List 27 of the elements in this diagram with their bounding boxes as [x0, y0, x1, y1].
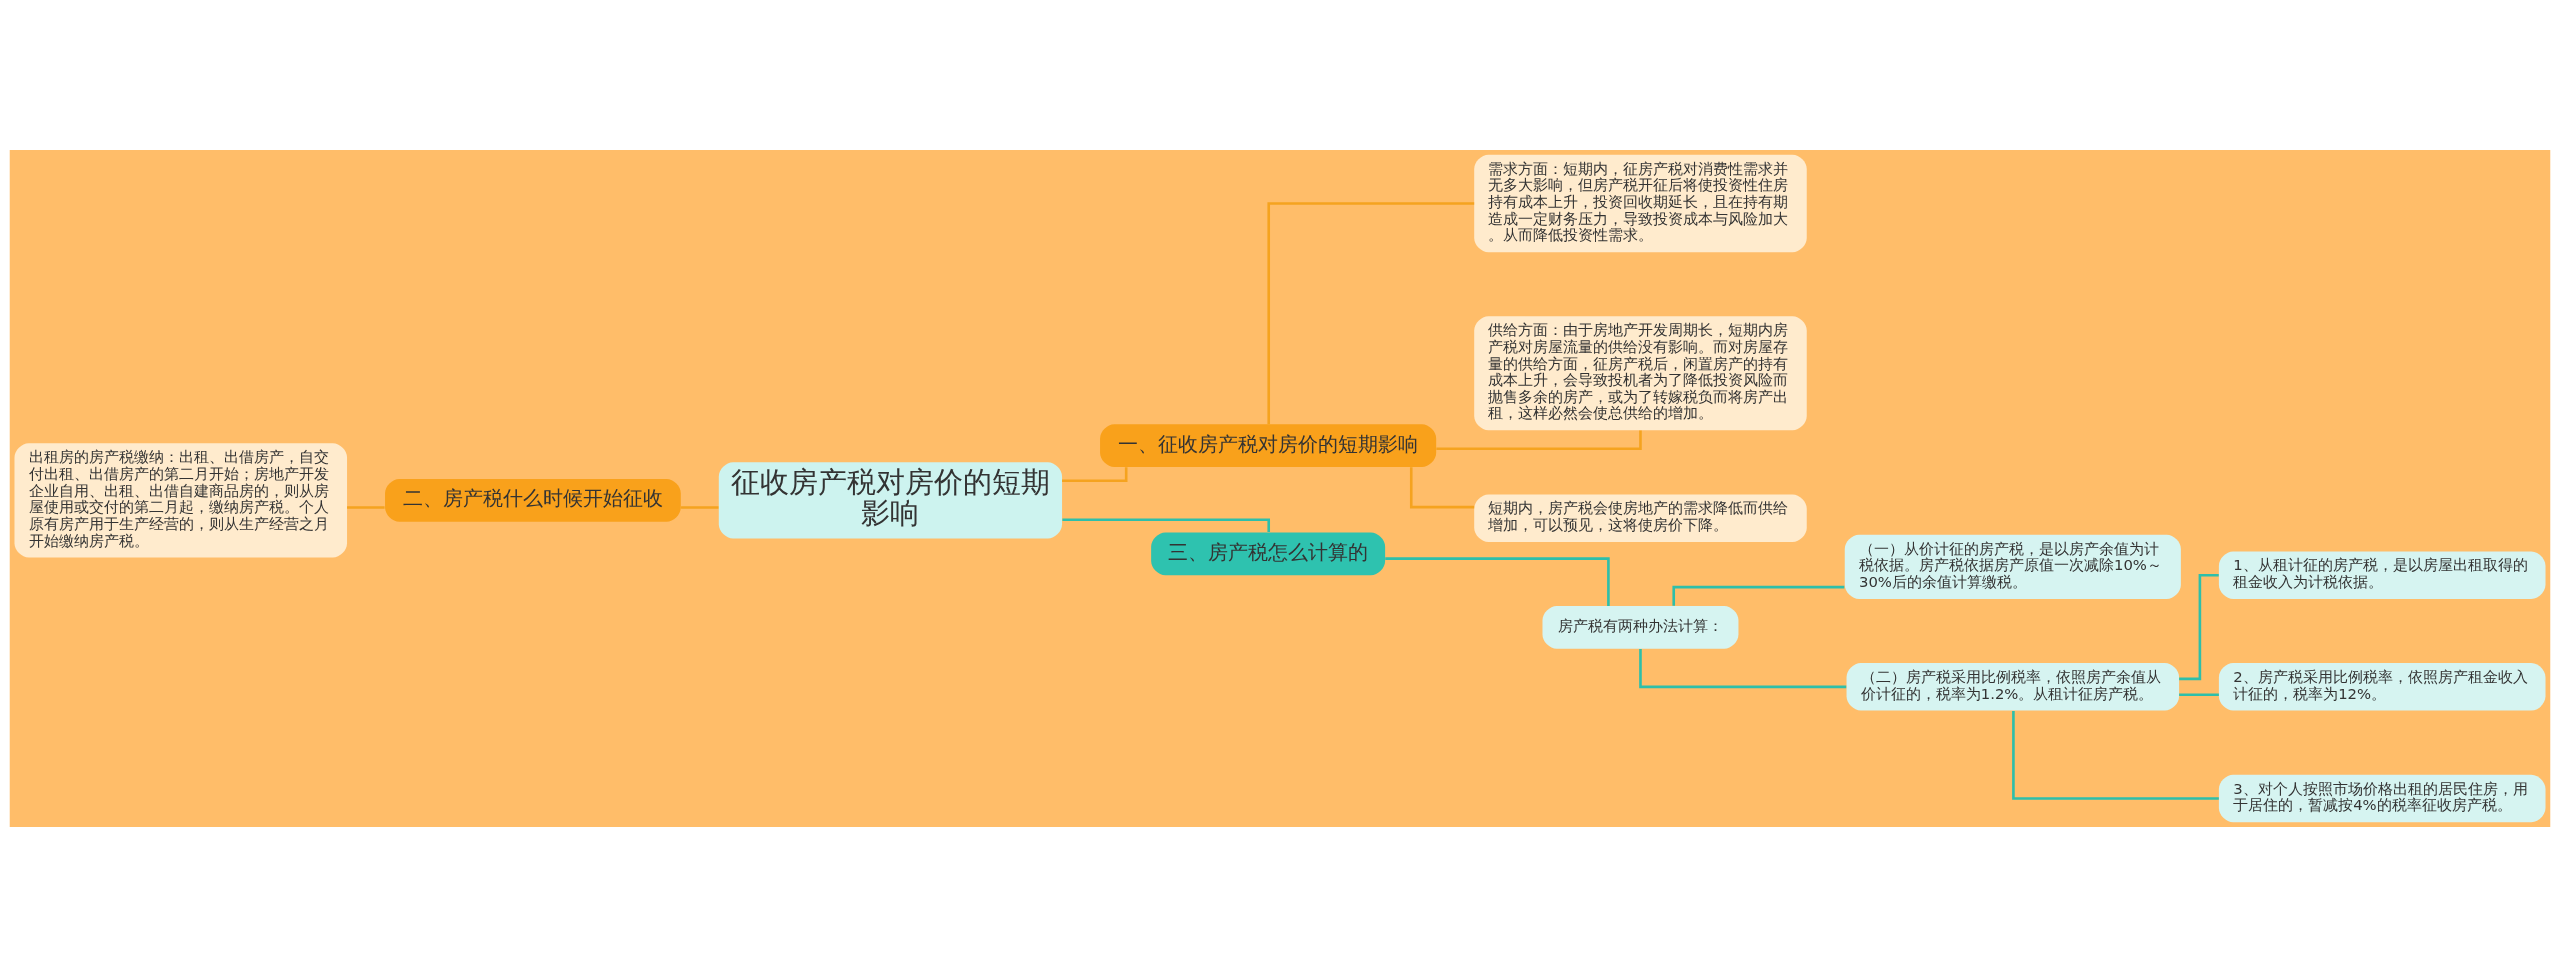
node-box: 三、房产税怎么计算的: [1151, 532, 1386, 576]
connector: [1385, 557, 1610, 607]
connector: [347, 506, 385, 509]
node-box: 二、房产税什么时候开始征收: [385, 479, 681, 522]
node-box: 1、从租计征的房产税，是以房屋出租取得的租金收入为计税依据。: [2218, 551, 2546, 599]
node-box: 出租房的房产税缴纳：出租、出借房产，自交付出租、出借房产的第二月开始；房地产开发企业自用、出租、出借自建商品房的，则从房屋使用或交付的第二月起，缴纳房产税。个人原有房产用于生产经营的，则从生产经营之月开始缴纳房产税。: [14, 443, 348, 558]
connector: [2012, 711, 2219, 800]
connector: [2179, 693, 2219, 697]
connector: [1062, 467, 1128, 483]
node-box: 短期内，房产税会使房地产的需求降低而供给增加，可以预见，这将使房价下降。: [1474, 494, 1807, 542]
node-box: 需求方面：短期内，征房产税对消费性需求并无多大影响，但房产税开征后将使投资性住房持有成本上升，投资回收期延长，且在持有期造成一定财务压力，导致投资成本与风险加大。从而降低投资性需求。: [1474, 154, 1807, 253]
connector: [1639, 648, 1847, 689]
node-box: （二）房产税采用比例税率，依照房产余值从价计征的，税率为1.2%。从租计征房产税。: [1846, 663, 2180, 711]
connector: [681, 506, 719, 509]
connector: [2179, 573, 2219, 681]
connector: [1672, 585, 1845, 606]
connector: [1267, 202, 1475, 425]
connector: [1062, 518, 1271, 533]
node-box: 征收房产税对房价的短期影响: [718, 462, 1063, 539]
node-box: （一）从价计征的房产税，是以房产余值为计税依据。房产税依据房产原值一次减除10%～30%后的余值计算缴税。: [1844, 534, 2181, 599]
node-box: 房产税有两种办法计算：: [1542, 606, 1739, 649]
node-box: 2、房产税采用比例税率，依照房产租金收入计征的，税率为12%。: [2218, 663, 2546, 711]
node-box: 一、征收房产税对房价的短期影响: [1100, 424, 1437, 468]
node-box: 3、对个人按照市场价格出租的居民住房，用于居住的，暂减按4%的税率征收房产税。: [2218, 774, 2546, 823]
connector: [1436, 430, 1642, 450]
connector: [1409, 467, 1475, 509]
node-box: 供给方面：由于房地产开发周期长，短期内房产税对房屋流量的供给没有影响。而对房屋存量的供给方面，征房产税后，闲置房产的持有成本上升，会导致投机者为了降低投资风险而抛售多余的房产，或为了转嫁税负而将房产出租，这样必然会使总供给的增加。: [1474, 316, 1807, 431]
